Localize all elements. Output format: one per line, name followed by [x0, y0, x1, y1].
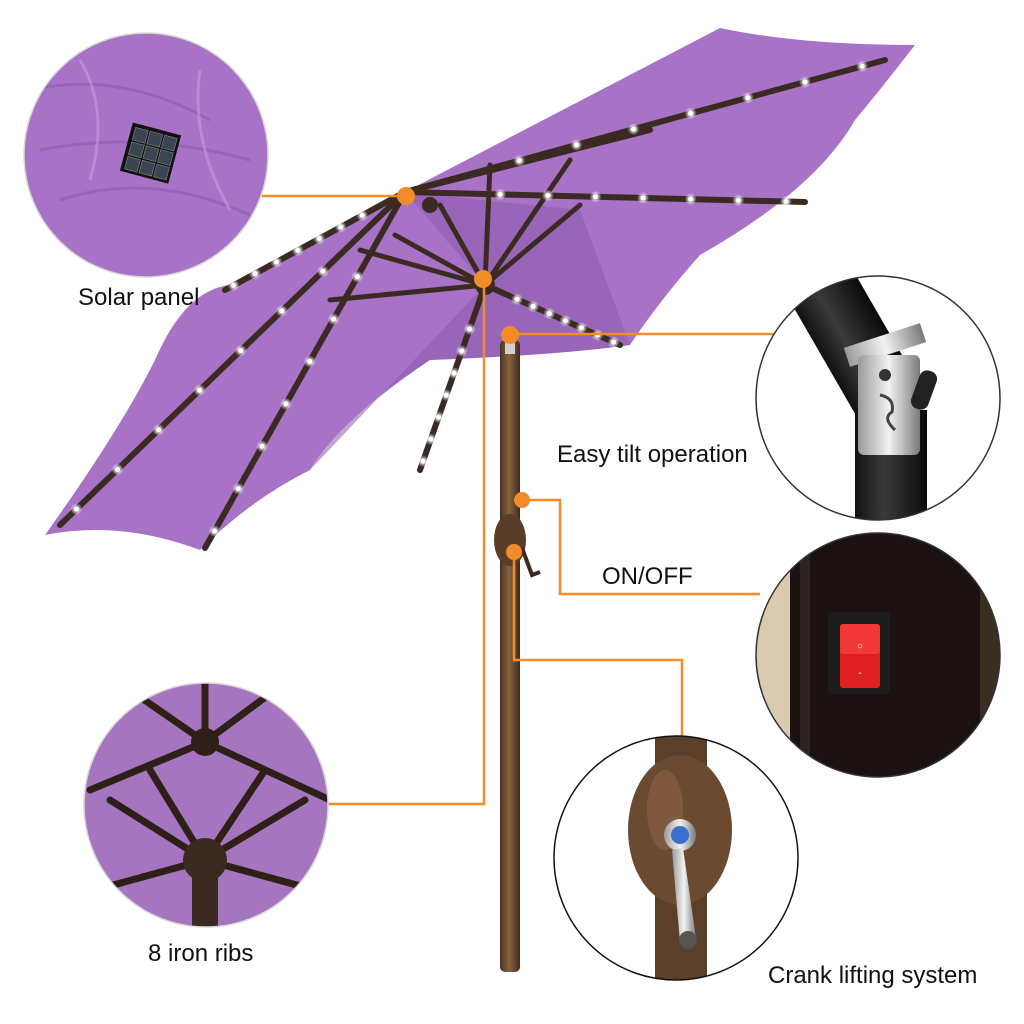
tilt-hinge-icon	[755, 275, 1001, 521]
callout-lines	[262, 194, 778, 806]
led-light	[197, 387, 203, 393]
solar-panel-label: Solar panel	[78, 284, 200, 311]
led-light	[235, 486, 241, 492]
led-light	[420, 458, 426, 464]
led-light	[273, 259, 279, 265]
led-light	[497, 191, 503, 197]
led-light	[640, 195, 646, 201]
led-lights	[70, 60, 869, 538]
led-light	[283, 401, 289, 407]
led-light	[231, 282, 237, 288]
led-light	[514, 296, 520, 302]
led-light	[451, 370, 457, 376]
crank-label: Crank lifting system	[768, 962, 978, 989]
led-light	[735, 197, 741, 203]
led-light	[802, 79, 808, 85]
solar-panel-icon	[23, 32, 269, 278]
led-light	[443, 392, 449, 398]
led-light	[745, 95, 751, 101]
led-light	[459, 348, 465, 354]
led-light	[295, 247, 301, 253]
led-light	[279, 308, 285, 314]
led-light	[212, 528, 218, 534]
led-light	[428, 436, 434, 442]
led-light	[320, 268, 326, 274]
led-light	[156, 427, 162, 433]
svg-text:-: -	[858, 668, 861, 679]
ribs-label: 8 iron ribs	[148, 940, 254, 967]
umbrella-canopy	[45, 28, 915, 551]
tilt-label: Easy tilt operation	[557, 441, 748, 468]
led-light	[331, 316, 337, 322]
crank-handle	[520, 547, 541, 578]
led-light	[467, 326, 473, 332]
led-light	[688, 196, 694, 202]
umbrella-pole	[494, 338, 541, 972]
led-light	[238, 348, 244, 354]
led-light	[354, 274, 360, 280]
led-light	[73, 506, 79, 512]
led-light	[316, 236, 322, 242]
led-light	[859, 63, 865, 69]
led-light	[516, 158, 522, 164]
led-light	[631, 126, 637, 132]
led-light	[562, 318, 568, 324]
led-light	[592, 194, 598, 200]
led-light	[307, 359, 313, 365]
led-light	[252, 271, 258, 277]
led-light	[259, 443, 265, 449]
led-light	[545, 193, 551, 199]
led-light	[578, 325, 584, 331]
canopy-stretchers	[327, 157, 583, 303]
callout-dots	[397, 187, 530, 560]
crank-handle-icon	[553, 735, 799, 981]
led-light	[688, 110, 694, 116]
led-light	[338, 224, 344, 230]
led-light	[530, 303, 536, 309]
led-light	[546, 311, 552, 317]
top-hub	[422, 197, 438, 213]
led-light	[115, 467, 120, 472]
switch-label: ON/OFF	[602, 563, 693, 590]
pole-collar	[505, 338, 515, 354]
led-light	[436, 414, 442, 420]
power-switch-icon: ○ -	[755, 532, 1001, 778]
ribs-icon	[83, 682, 329, 928]
led-light	[783, 199, 789, 205]
led-light	[573, 142, 579, 148]
pole-shaft	[500, 340, 520, 972]
svg-text:○: ○	[857, 641, 863, 652]
led-light	[359, 212, 365, 218]
led-light	[611, 339, 617, 345]
